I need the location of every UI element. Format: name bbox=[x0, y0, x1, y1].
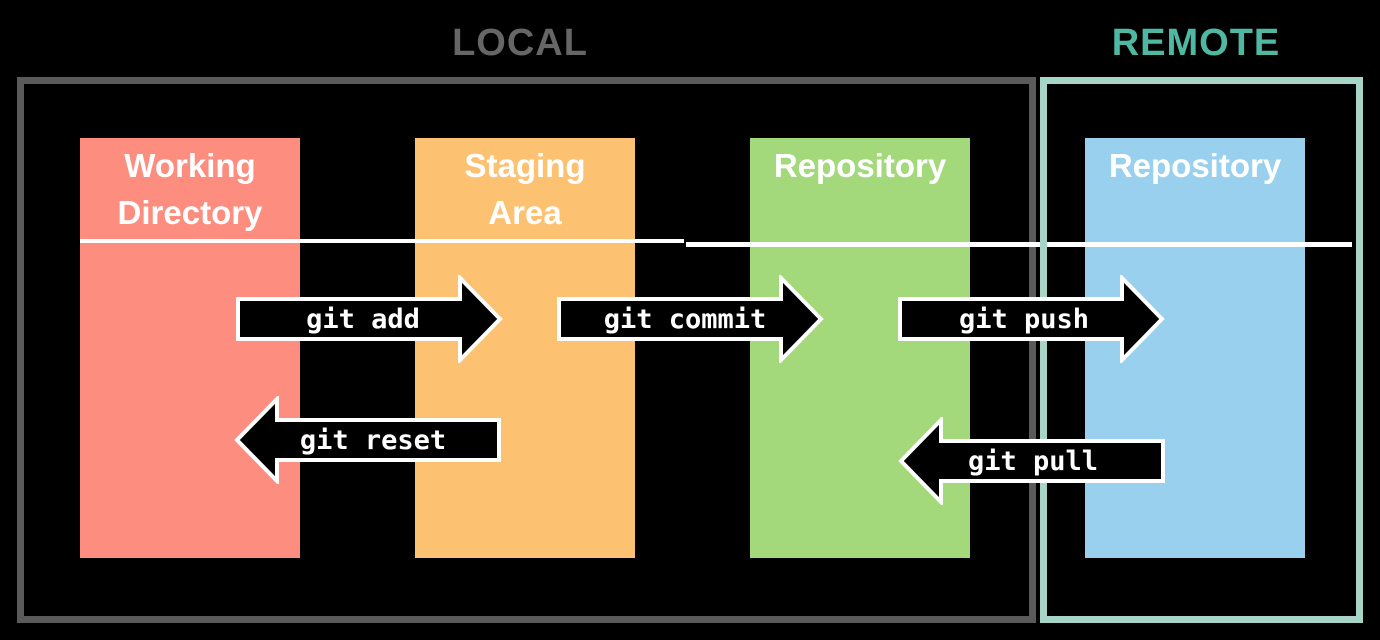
remote-section-label: REMOTE bbox=[1111, 22, 1281, 64]
column-title-line: Working bbox=[124, 147, 256, 184]
git-commit-label: git commit bbox=[603, 303, 767, 335]
column-title: Working Directory bbox=[80, 138, 300, 236]
local-section-box bbox=[17, 77, 1036, 623]
divider-line-right bbox=[686, 242, 1352, 247]
column-title-line: Staging bbox=[464, 147, 586, 184]
git-commit-arrow-icon bbox=[557, 275, 824, 363]
git-reset-arrow-icon bbox=[234, 396, 501, 484]
git-reset-label: git reset bbox=[299, 424, 447, 456]
git-push-label: git push bbox=[958, 303, 1090, 335]
git-add-arrow-icon bbox=[236, 275, 503, 363]
git-push-arrow-icon bbox=[898, 275, 1165, 363]
column-title-line: Area bbox=[488, 194, 562, 231]
column-title: Repository bbox=[750, 138, 970, 189]
local-section-label: LOCAL bbox=[452, 22, 588, 64]
column-title-line: Directory bbox=[117, 194, 263, 231]
column-local-repository: Repository bbox=[750, 138, 970, 558]
column-remote-repository: Repository bbox=[1085, 138, 1305, 558]
column-title: Repository bbox=[1085, 138, 1305, 189]
remote-section-box bbox=[1040, 77, 1363, 623]
column-title-line: Repository bbox=[1108, 147, 1282, 184]
git-pull-label: git pull bbox=[967, 445, 1099, 477]
column-title-line: Repository bbox=[773, 147, 947, 184]
git-pull-arrow-icon bbox=[898, 417, 1165, 505]
git-add-label: git add bbox=[306, 303, 420, 335]
column-title: Staging Area bbox=[415, 138, 635, 236]
column-staging-area: Staging Area bbox=[415, 138, 635, 558]
column-working-directory: Working Directory bbox=[80, 138, 300, 558]
divider-line-left bbox=[80, 239, 684, 243]
